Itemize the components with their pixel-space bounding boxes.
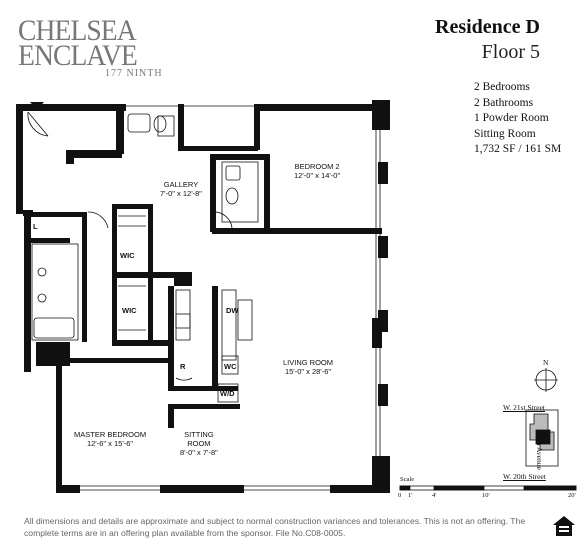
brand-line3: 177 NINTH: [105, 68, 163, 79]
spec-area: 1,732 SF / 161 SM: [474, 143, 562, 155]
compass-label: N: [543, 358, 549, 367]
scale-tick-10: 10': [482, 492, 490, 499]
scale-tick-0: 0: [398, 492, 402, 499]
fixtures: [27, 111, 259, 403]
room-gallery-dims: 7'-0" x 12'-8": [160, 189, 202, 198]
room-gallery: GALLERY 7'-0" x 12'-8": [160, 180, 202, 198]
keymap-north-street: W. 21st Street: [503, 403, 546, 412]
disclaimer: All dimensions and details are approxima…: [24, 516, 526, 538]
spec-bedrooms: 2 Bedrooms: [474, 81, 530, 93]
label-linen: L: [33, 222, 38, 231]
room-sitting-name: SITTING: [184, 430, 214, 439]
unit-specs: 2 Bedrooms 2 Bathrooms 1 Powder Room Sit…: [474, 80, 561, 158]
room-master-bedroom: MASTER BEDROOM 12'-6" x 15'-6": [74, 430, 146, 448]
room-bedroom2-dims: 12'-0" x 14'-0": [294, 171, 341, 180]
room-bedroom2: BEDROOM 2 12'-0" x 14'-0": [294, 162, 340, 180]
room-master-dims: 12'-6" x 15'-6": [86, 439, 134, 448]
scale-tick-1: 1': [408, 492, 413, 499]
label-dw: DW: [226, 306, 239, 315]
room-master-name: MASTER BEDROOM: [74, 430, 147, 439]
residence-title: Residence D: [435, 16, 540, 38]
scale-label: Scale: [400, 476, 415, 483]
keymap-avenue: 9th Avenue: [535, 436, 544, 470]
label-wc: WC: [224, 362, 237, 371]
key-map: [525, 409, 559, 467]
entry-arrow-icon: [30, 102, 44, 110]
scale-tick-4: 4': [432, 492, 437, 499]
label-wic-1: WIC: [120, 251, 135, 260]
keymap-south-street: W. 20th Street: [503, 472, 546, 481]
room-living-name: LIVING ROOM: [283, 358, 334, 367]
spec-powder-room: 1 Powder Room: [474, 112, 549, 124]
spec-sitting-room: Sitting Room: [474, 127, 536, 140]
room-sitting-name2: ROOM: [187, 439, 211, 448]
room-sitting: SITTING ROOM 8'-0" x 7'-8": [180, 430, 218, 457]
spec-bathrooms: 2 Bathrooms: [474, 96, 534, 109]
equal-housing-icon: [553, 516, 575, 536]
walls: [16, 100, 390, 493]
brand-line2: ENCLAVE: [18, 39, 138, 72]
windows: [80, 105, 381, 491]
compass-icon: [534, 368, 558, 392]
room-gallery-name: GALLERY: [163, 180, 199, 189]
scale-tick-20: 20': [568, 492, 576, 499]
room-sitting-dims: 8'-0" x 7'-8": [180, 448, 218, 457]
room-living: LIVING ROOM 15'-0" x 28'-6": [283, 358, 333, 376]
label-wic-2: WIC: [122, 306, 137, 315]
scale-bar: [399, 485, 577, 491]
label-refrigerator: R: [180, 362, 186, 371]
brand-line1: CHELSEA: [18, 14, 137, 47]
room-living-dims: 15'-0" x 28'-6": [284, 367, 332, 376]
room-bedroom2-name: BEDROOM 2: [294, 162, 340, 171]
label-wd: W/D: [220, 389, 235, 398]
floor-label: Floor 5: [481, 41, 540, 63]
